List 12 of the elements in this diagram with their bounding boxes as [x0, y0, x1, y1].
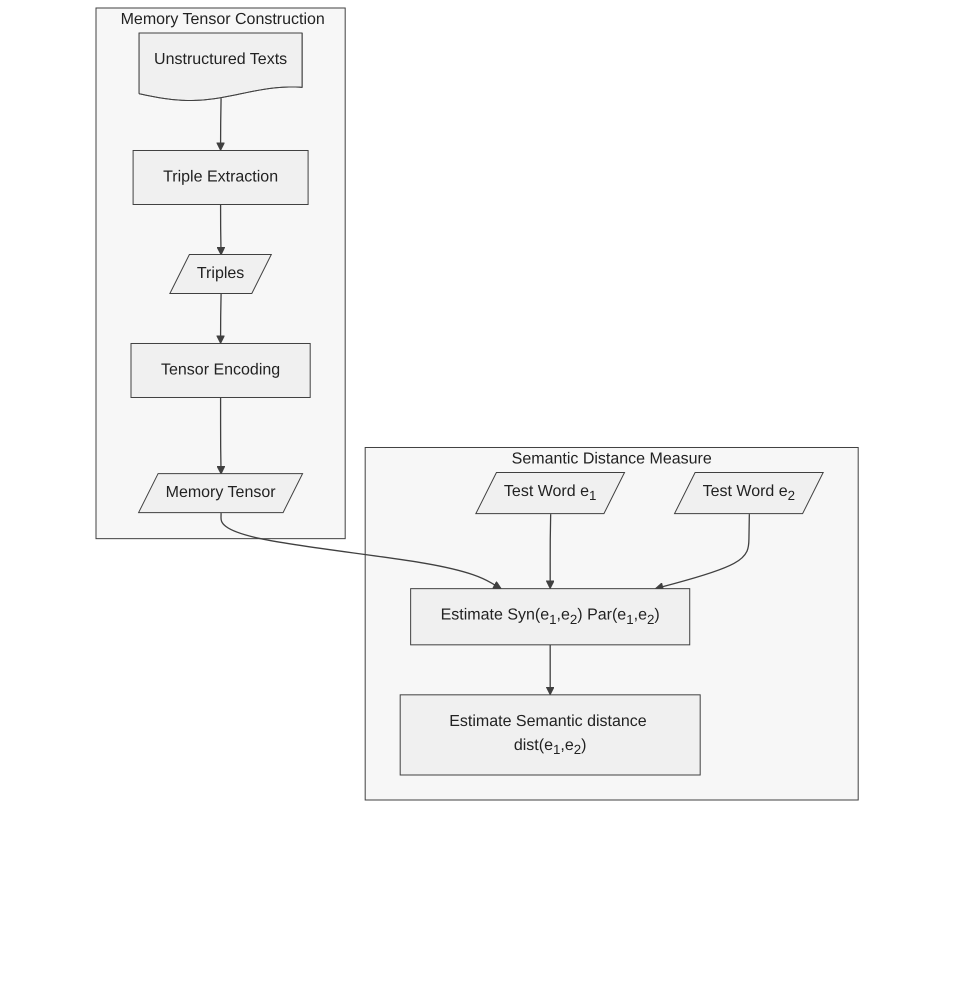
- arrow: [216, 398, 226, 474]
- node-box: Estimate Syn(e$_{1}$,e$_{2}$) Par(e$_{1}$,e$_{2}$): [410, 588, 691, 646]
- arrow: [546, 644, 555, 696]
- arrow: [216, 204, 226, 256]
- arrow: [220, 513, 502, 590]
- node-box: Triple Extraction: [133, 150, 309, 205]
- node-box: Tensor Encoding: [130, 343, 312, 398]
- arrow: [546, 514, 555, 590]
- arrow: [216, 294, 226, 344]
- arrow: [216, 98, 226, 151]
- arrow: [655, 514, 750, 591]
- node-box: Estimate Semantic distance dist(e$_{1}$,e$_{2}$): [400, 694, 702, 776]
